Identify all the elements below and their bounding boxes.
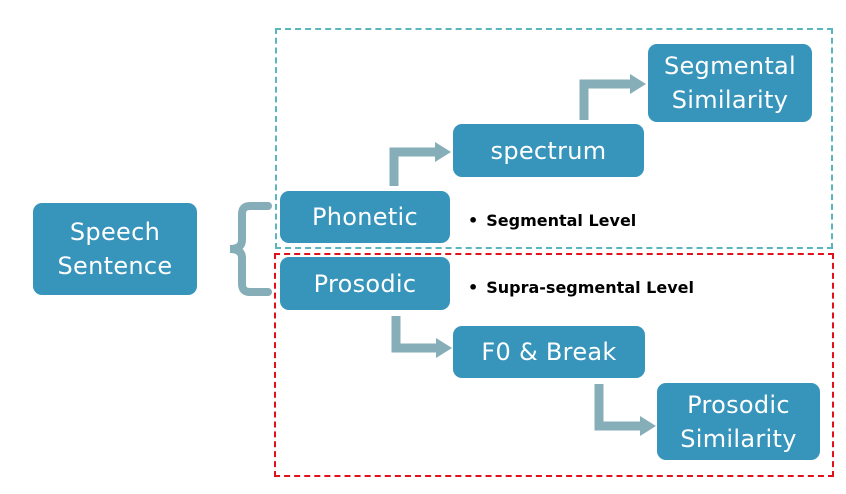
- node-segmental-similarity-line1: Segmental: [663, 52, 797, 80]
- node-spectrum: spectrum: [453, 124, 644, 177]
- node-speech-sentence: Speech Sentence: [33, 203, 197, 295]
- node-prosodic-label: Prosodic: [313, 269, 417, 298]
- node-segmental-similarity: Segmental Similarity: [648, 44, 812, 122]
- note-segmental-level-text: Segmental Level: [486, 211, 637, 230]
- node-f0-break: F0 & Break: [453, 326, 645, 378]
- node-f0-break-label: F0 & Break: [481, 338, 617, 366]
- node-speech-sentence-line1: Speech: [69, 218, 161, 246]
- arrow-prosodic-to-f0-break: [391, 316, 452, 358]
- bullet-icon: •: [468, 211, 479, 230]
- node-prosodic: Prosodic: [280, 257, 450, 310]
- note-supra-segmental-level: • Supra-segmental Level: [468, 278, 694, 297]
- node-phonetic-label: Phonetic: [311, 203, 419, 231]
- node-prosodic-similarity-line1: Prosodic: [687, 390, 790, 419]
- node-prosodic-similarity-line2: Similarity: [680, 424, 797, 453]
- arrow-phonetic-to-spectrum: [389, 142, 451, 186]
- arrow-f0-break-to-prosodic-similarity: [594, 384, 656, 436]
- arrow-spectrum-to-segmental-similarity: [579, 74, 646, 120]
- node-phonetic: Phonetic: [280, 191, 450, 243]
- node-speech-sentence-line2: Sentence: [57, 252, 173, 280]
- node-prosodic-similarity: Prosodic Similarity: [657, 383, 820, 460]
- note-segmental-level: • Segmental Level: [468, 211, 636, 230]
- node-segmental-similarity-line2: Similarity: [671, 86, 789, 114]
- bullet-icon: •: [468, 278, 479, 297]
- node-spectrum-label: spectrum: [490, 136, 607, 165]
- note-supra-segmental-level-text: Supra-segmental Level: [486, 278, 694, 297]
- phonetic-group-frame: [275, 28, 833, 249]
- prosodic-group-frame: [274, 253, 834, 477]
- brace-connector: [229, 202, 272, 296]
